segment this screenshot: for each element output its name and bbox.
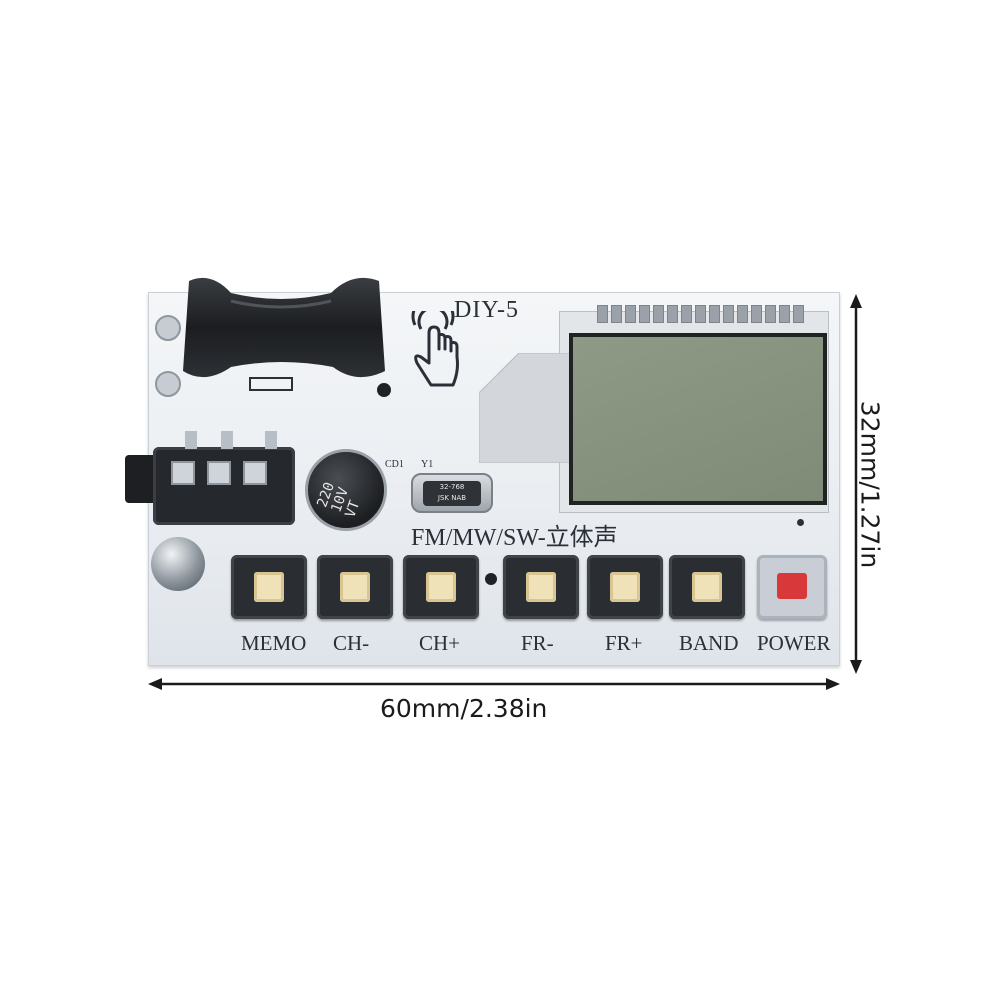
metal-screw [151,537,205,591]
capacitor-ref-label: CD1 [385,459,404,470]
lcd-pin-header [597,299,807,323]
ch-minus-button-cap [340,572,370,602]
crystal-ref-label: Y1 [421,459,434,470]
screw-bottom [155,371,181,397]
solder-pad [377,383,391,397]
band-btn-label: BAND [679,631,739,655]
width-dimension-label: 60mm/2.38in [380,694,548,723]
fr-plus-button-cap [610,572,640,602]
lcd-flex-cable [479,353,579,463]
ch-plus-button-cap [426,572,456,602]
crystal-marking-1: 32-768 [439,483,465,491]
screw-top [155,315,181,341]
fr-minus-button-cap [526,572,556,602]
ch-minus-label: CH- [333,631,370,655]
crystal-oscillator: 32-768 JSK NAB [411,473,493,513]
radio-pcb-board: DIY-5 220 10V VT CD1 Y1 32-768 JSK NAB [125,277,840,666]
jack-pad-1 [171,461,195,485]
band-button-cap [692,572,722,602]
height-dimension-label: 32mm/1.27in [855,400,885,569]
ch-plus-button[interactable] [403,555,479,619]
memo-button[interactable] [231,555,307,619]
jack-lead-3 [265,431,277,449]
memo-button-cap [254,572,284,602]
jack-lead-1 [185,431,197,449]
silk-mark [249,377,293,391]
electrolytic-capacitor: 220 10V VT [305,449,387,531]
ch-plus-label: CH+ [419,631,461,655]
memo-label: MEMO [241,631,307,655]
lcd-screen [569,333,827,505]
fr-minus-label: FR- [521,631,554,655]
crystal-marking-2: JSK NAB [437,494,467,502]
ch-minus-button[interactable] [317,555,393,619]
fr-plus-button[interactable] [587,555,663,619]
fr-plus-label: FR+ [605,631,643,655]
jack-lead-2 [221,431,233,449]
jack-pad-3 [243,461,267,485]
band-label: FM/MW/SW-立体声 [411,525,618,551]
audio-jack [153,447,295,525]
power-label: POWER [757,631,831,655]
jack-pad-2 [207,461,231,485]
tap-hand-icon [411,311,459,387]
band-button[interactable] [669,555,745,619]
model-label: DIY-5 [454,297,519,323]
silk-dot [797,519,804,526]
fr-minus-button[interactable] [503,555,579,619]
ir-sensor [485,573,497,585]
power-button[interactable] [757,555,827,619]
power-button-cap [777,573,807,599]
ferrite-coil [183,277,385,378]
